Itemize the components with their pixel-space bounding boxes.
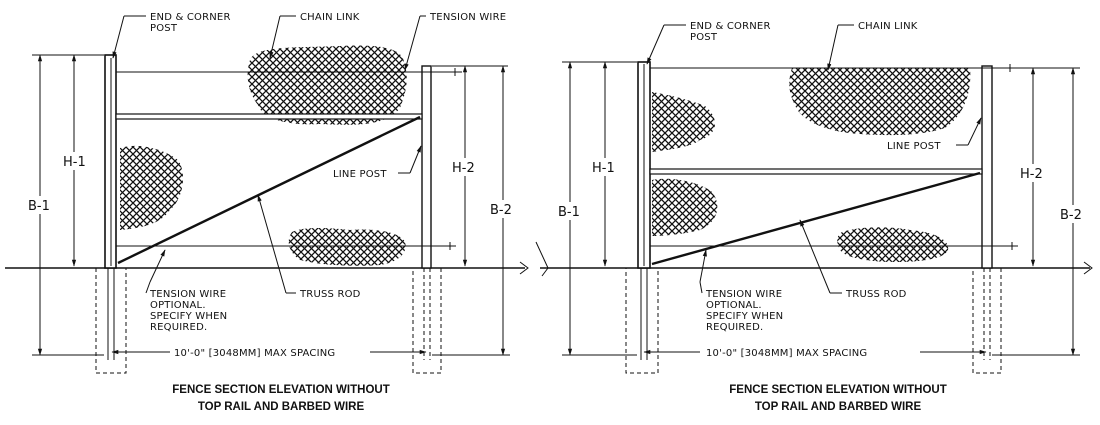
caption-line2: TOP RAIL AND BARBED WIRE	[198, 401, 365, 413]
tension-wire-note-line2: OPTIONAL.	[706, 300, 762, 311]
end-corner-post-label: END & CORNER	[150, 12, 231, 23]
end-corner-post-label-line2: POST	[150, 23, 178, 34]
b2-label: B-2	[490, 203, 512, 218]
line-post-label: LINE POST	[887, 141, 941, 152]
end-corner-post-label: END & CORNER	[690, 21, 771, 32]
tension-wire-label: TENSION WIRE	[429, 12, 506, 23]
caption-line1: FENCE SECTION ELEVATION WITHOUT	[729, 384, 946, 396]
line-post-footing	[412, 267, 442, 374]
spacing-label: 10'-0" [3048MM] MAX SPACING	[706, 348, 867, 359]
chain-link-label: CHAIN LINK	[858, 21, 918, 32]
tension-wire-note-line4: REQUIRED.	[706, 322, 763, 333]
caption-line2: TOP RAIL AND BARBED WIRE	[755, 401, 922, 413]
middle-rail	[649, 168, 983, 175]
tension-wire-note-line2: OPTIONAL.	[150, 300, 206, 311]
tension-wire-note-line3: SPECIFY WHEN	[706, 311, 783, 322]
end-post-footing	[95, 267, 127, 374]
tension-wire-note: TENSION WIRE	[149, 289, 226, 300]
line-post-footing	[972, 267, 1002, 374]
fence-panel-1: H-1 B-1 H-2 B-2 END & CORNER POST CHAIN …	[5, 12, 529, 413]
fence-panel-2: H-1 B-1 H-2 B-2 END & CORNER POST CHAIN …	[535, 21, 1093, 413]
line-post	[421, 65, 432, 269]
chain-link-mesh	[652, 178, 718, 236]
chain-link-mesh	[288, 228, 406, 266]
tension-wire-note-line3: SPECIFY WHEN	[150, 311, 227, 322]
h2-label: H-2	[452, 161, 475, 176]
middle-rail	[115, 113, 423, 120]
spacing-label: 10'-0" [3048MM] MAX SPACING	[174, 348, 335, 359]
truss-rod	[117, 115, 421, 265]
caption-line1: FENCE SECTION ELEVATION WITHOUT	[172, 384, 389, 396]
tension-wire-note-line4: REQUIRED.	[150, 322, 207, 333]
line-post	[981, 65, 993, 269]
b2-label: B-2	[1060, 208, 1082, 223]
chain-link-mesh	[652, 92, 716, 152]
end-post-footing	[625, 267, 659, 374]
ground-break-mark	[1083, 261, 1093, 275]
chain-link-mesh	[789, 68, 971, 136]
chain-link-mesh	[120, 145, 184, 230]
chain-link-mesh	[247, 45, 407, 125]
b1-label: B-1	[558, 205, 580, 220]
end-corner-post-label-line2: POST	[690, 32, 718, 43]
truss-rod	[651, 171, 981, 266]
b1-label: B-1	[28, 199, 50, 214]
h1-label: H-1	[63, 155, 86, 170]
chain-link-mesh	[837, 227, 949, 262]
h2-label: H-2	[1020, 167, 1043, 182]
tension-wire-note: TENSION WIRE	[705, 289, 782, 300]
ground-break-mark	[535, 241, 549, 277]
truss-rod-label: TRUSS ROD	[299, 289, 361, 300]
h1-label: H-1	[592, 161, 615, 176]
ground-break-mark	[519, 261, 529, 275]
line-post-label: LINE POST	[333, 169, 387, 180]
truss-rod-label: TRUSS ROD	[845, 289, 907, 300]
chain-link-label: CHAIN LINK	[300, 12, 360, 23]
